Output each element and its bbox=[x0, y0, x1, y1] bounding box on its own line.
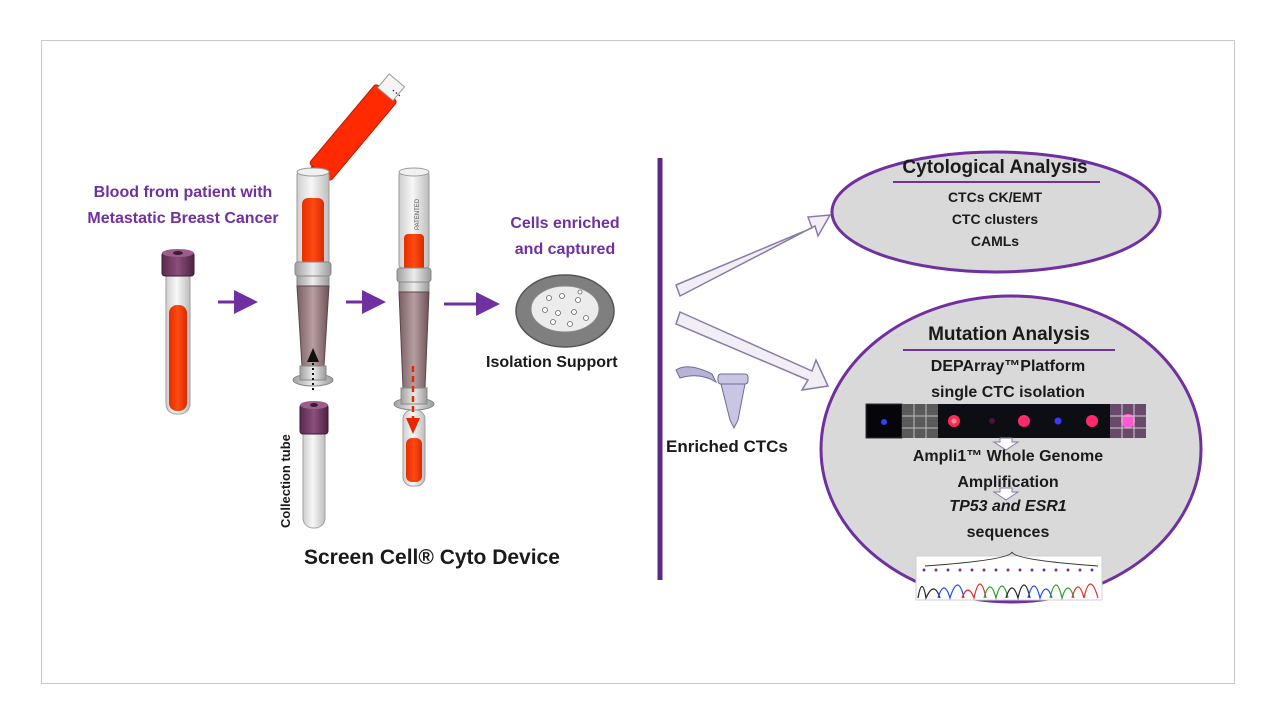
sequencing-line2: sequences bbox=[966, 524, 1050, 541]
deparray-line1: DEPArray™Platform bbox=[930, 358, 1086, 375]
sequence-chromatogram bbox=[915, 551, 1103, 601]
down-arrow-1 bbox=[992, 437, 1020, 451]
screencell-device-1: • • • bbox=[292, 73, 406, 529]
cytology-item-clusters: CTC clusters bbox=[951, 211, 1039, 227]
cytology-title: Cytological Analysis bbox=[902, 157, 1088, 178]
blood-tube bbox=[161, 249, 195, 415]
blood-source-line2: Metastatic Breast Cancer bbox=[87, 210, 279, 227]
cells-enriched-label: Cells enriched and captured bbox=[490, 211, 640, 263]
screencell-device-2: PATENTED bbox=[393, 167, 435, 487]
cells-enriched-line1: Cells enriched bbox=[510, 215, 620, 232]
deparray-line2: single CTC isolation bbox=[931, 384, 1085, 401]
isolation-support-label: Isolation Support bbox=[486, 354, 618, 371]
deparray-platform-text: DEPArray™Platform single CTC isolation bbox=[868, 354, 1148, 406]
down-arrow-2 bbox=[992, 487, 1020, 501]
eppendorf-tube bbox=[675, 366, 749, 430]
svg-text:• • •: • • • bbox=[390, 88, 401, 99]
tp53-gene: TP53 bbox=[949, 498, 988, 515]
ampli1-text: Ampli1™ Whole Genome Amplification bbox=[868, 444, 1148, 496]
ampli1-line1: Ampli1™ Whole Genome bbox=[912, 448, 1104, 465]
ampli1-line2: Amplification bbox=[957, 474, 1059, 491]
isolation-support-disc bbox=[515, 274, 615, 348]
sequencing-text: TP53 and ESR1 sequences bbox=[868, 494, 1148, 546]
deparray-image-strip bbox=[865, 403, 1146, 439]
mutation-ellipse bbox=[819, 294, 1203, 604]
cytology-list: CTCs CK/EMT CTC clusters CAMLs bbox=[870, 186, 1120, 252]
collection-tube-label: Collection tube bbox=[278, 434, 293, 528]
blood-source-label: Blood from patient with Metastatic Breas… bbox=[70, 180, 296, 232]
arrow-to-mutation bbox=[675, 310, 830, 391]
syringe-marking: PATENTED bbox=[415, 198, 421, 230]
arrow-to-cytology bbox=[675, 214, 832, 298]
sequencing-line1: TP53 and ESR1 bbox=[868, 494, 1148, 520]
esr1-gene: ESR1 bbox=[1024, 498, 1067, 515]
cytology-item-camls: CAMLs bbox=[970, 233, 1020, 249]
slide-frame bbox=[41, 40, 1235, 684]
enriched-ctcs-label: Enriched CTCs bbox=[666, 437, 788, 456]
cells-enriched-line2: and captured bbox=[514, 241, 616, 258]
and-word: and bbox=[987, 498, 1025, 515]
blood-source-line1: Blood from patient with bbox=[93, 184, 273, 201]
mutation-title: Mutation Analysis bbox=[928, 324, 1090, 345]
device-name-label: Screen Cell® Cyto Device bbox=[304, 546, 560, 569]
cytology-item-ck-emt: CTCs CK/EMT bbox=[947, 189, 1043, 205]
